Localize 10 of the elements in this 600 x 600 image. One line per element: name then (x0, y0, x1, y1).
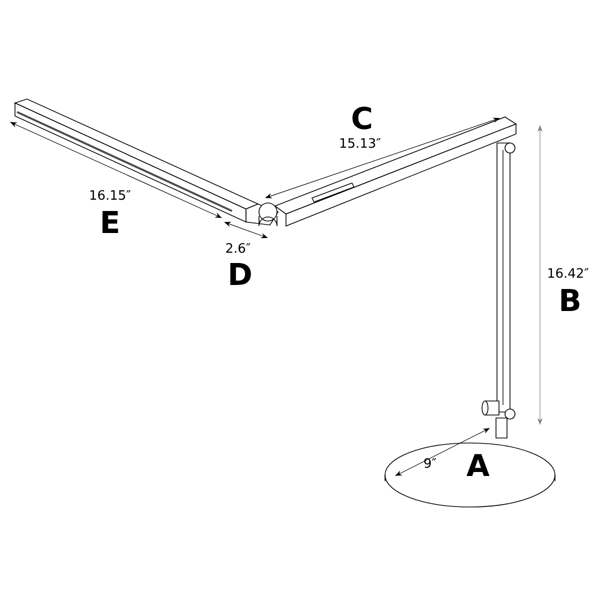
dimension-letter: A (466, 454, 490, 476)
dimension-value: 15.13″ (340, 138, 381, 148)
dimension-letter: C (352, 106, 372, 130)
dimension-value: 16.42″ (548, 268, 589, 278)
dimension-value: 9″ (424, 458, 436, 468)
dimension-letter: B (561, 289, 580, 311)
dimension-letter: E (102, 211, 118, 233)
dimension-value: 16.15″ (90, 190, 131, 200)
dimension-value: 2.6″ (226, 243, 250, 253)
dimension-letter: D (230, 263, 251, 285)
